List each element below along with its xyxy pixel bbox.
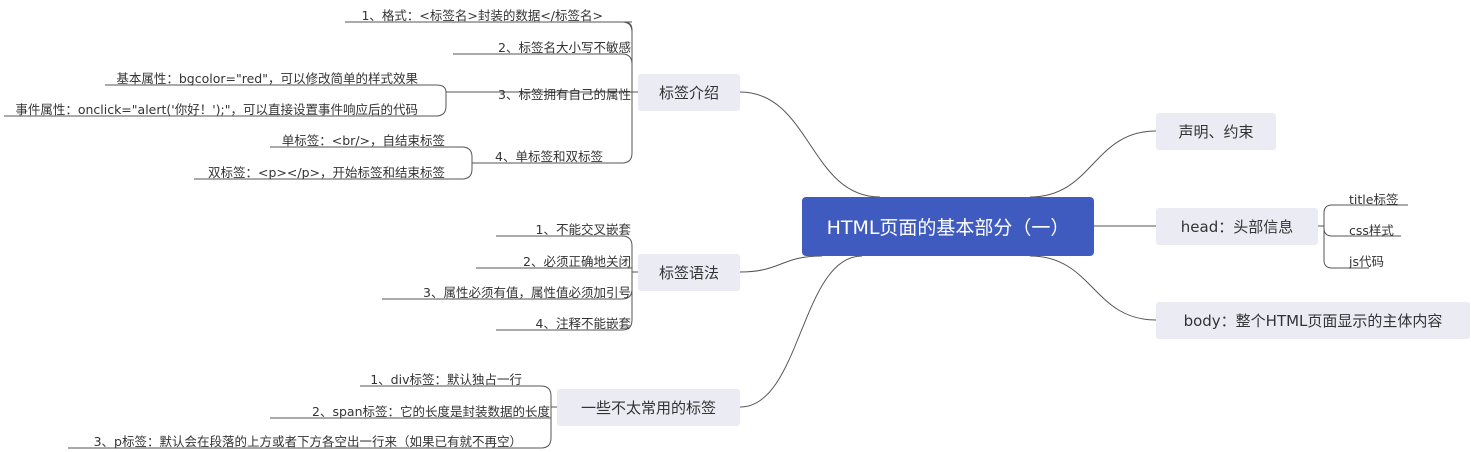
leaf-attr-quote[interactable]: 3、属性必须有值，属性值必须加引号: [423, 285, 631, 300]
topic-tag-intro[interactable]: 标签介绍: [638, 74, 740, 111]
topic-declaration[interactable]: 声明、约束: [1156, 113, 1276, 150]
topic-tag-syntax[interactable]: 标签语法: [638, 254, 740, 291]
leaf-span-tag[interactable]: 2、span标签：它的长度是封装数据的长度: [312, 404, 550, 419]
line-head-title: [1318, 204, 1408, 227]
line-head-js: [1318, 225, 1369, 269]
line-intro-single-u: [478, 91, 638, 164]
leaf-js-code[interactable]: js代码: [1349, 254, 1384, 269]
leaf-css-style[interactable]: css样式: [1349, 223, 1394, 238]
line-sd-double-u: [194, 162, 478, 180]
leaf-double-tag[interactable]: 双标签：<p></p>，开始标签和结束标签: [208, 165, 445, 180]
leaf-single-tag[interactable]: 单标签：<br/>，自结束标签: [281, 133, 445, 148]
line-root-uncommon: [739, 255, 863, 408]
topic-uncommon-tags[interactable]: 一些不太常用的标签: [557, 389, 740, 426]
leaf-no-cross-nest[interactable]: 1、不能交叉嵌套: [535, 222, 631, 237]
line-sd-single-u: [270, 146, 478, 164]
leaf-format[interactable]: 1、格式：<标签名>封装的数据</标签名>: [361, 8, 603, 23]
line-uncommon-1-u: [360, 385, 557, 408]
leaf-title-tag[interactable]: title标签: [1349, 192, 1399, 207]
line-syntax-1-u: [496, 235, 638, 273]
line-root-declaration: [1029, 130, 1157, 198]
line-root-syntax: [739, 255, 823, 273]
leaf-div-tag[interactable]: 1、div标签：默认独占一行: [370, 372, 522, 387]
leaf-case-insensitive[interactable]: 2、标签名大小写不敏感: [498, 40, 631, 55]
line-intro-case-u: [453, 53, 638, 93]
line-attr-event-u: [4, 91, 453, 117]
leaf-event-attr[interactable]: 事件属性：onclick="alert('你好！');"，可以直接设置事件响应后…: [15, 102, 418, 117]
topic-head[interactable]: head：头部信息: [1156, 208, 1318, 245]
leaf-must-close[interactable]: 2、必须正确地关闭: [523, 254, 631, 269]
leaf-attributes[interactable]: 3、标签拥有自己的属性: [498, 87, 631, 102]
leaf-comment-nest[interactable]: 4、注释不能嵌套: [535, 316, 631, 331]
line-root-body: [1029, 255, 1157, 321]
leaf-single-double[interactable]: 4、单标签和双标签: [495, 149, 603, 164]
line-root-intro: [739, 91, 881, 198]
leaf-basic-attr[interactable]: 基本属性：bgcolor="red"，可以修改简单的样式效果: [116, 71, 418, 86]
line-uncommon-3-u: [68, 406, 557, 449]
line-intro-format: [623, 21, 638, 93]
line-syntax-4-u: [496, 271, 638, 331]
leaf-p-tag[interactable]: 3、p标签：默认会在段落的上方或者下方各空出一行来（如果已有就不再空）: [93, 434, 522, 449]
root-topic[interactable]: HTML页面的基本部分（一）: [802, 197, 1094, 256]
topic-body[interactable]: body：整个HTML页面显示的主体内容: [1156, 302, 1470, 339]
line-intro-format-u: [345, 21, 638, 93]
